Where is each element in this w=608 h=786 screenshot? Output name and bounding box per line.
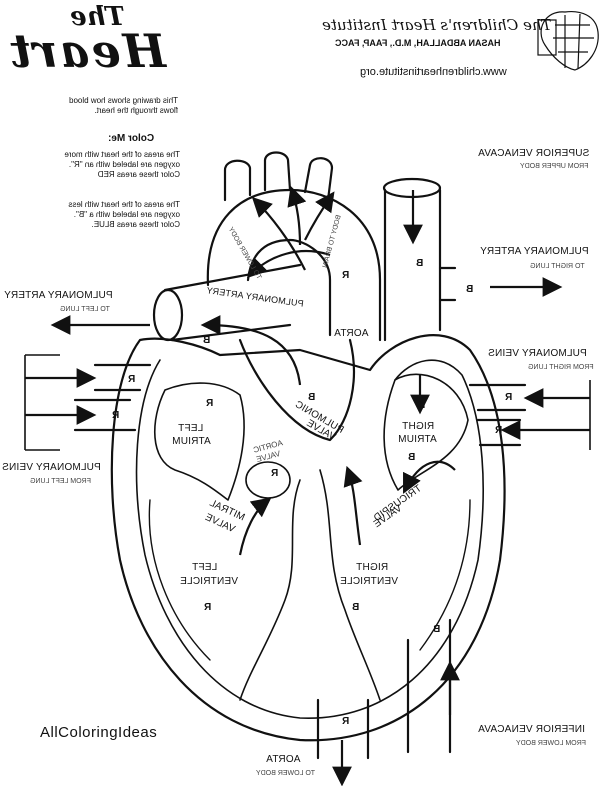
pulmonary-vein-right-1 [468, 383, 527, 412]
label-to-lower-body: TO LOWER BODY [256, 770, 315, 777]
tag-b-right-pa: B [466, 284, 474, 295]
tag-r-left-atrium: R [206, 398, 214, 409]
label-right-atrium-2: ATRIUM [398, 434, 437, 445]
institute-name: The Children's Heart Institute [322, 16, 552, 34]
institute-url: www.childrenheartinstitute.org [360, 66, 507, 78]
arrow-mitral [238, 497, 272, 556]
tag-b-left-pa: B [203, 335, 211, 346]
label-pulmonary-artery-right: PULMONARY ARTERY [480, 246, 589, 257]
institute-logo [537, 10, 599, 71]
arch-branch-3 [303, 157, 334, 202]
label-superior-vena-cava: SUPERIOR VENACAVA [478, 148, 590, 159]
right-atrium-wall [383, 373, 469, 491]
color-me-red: The areas of the heart with more oxygen … [64, 150, 180, 179]
arch-branch-2 [263, 151, 292, 192]
descending-aorta [316, 698, 370, 760]
pulmonary-vein-left-2 [73, 398, 137, 432]
inferior-vena-cava [406, 618, 452, 754]
tag-b-tricuspid: B [408, 452, 416, 463]
aortic-arch [206, 188, 382, 342]
tag-b-ivc: B [433, 624, 441, 635]
arrow-arch-2 [287, 185, 307, 246]
pulmonary-artery-opening [152, 288, 184, 342]
tag-r-aorta-bottom: R [342, 716, 350, 727]
intro-text: This drawing shows how blood flows throu… [69, 96, 178, 115]
tag-b-svc: B [416, 258, 424, 269]
heart-inner-wall [135, 359, 484, 719]
pulmonary-artery-trunk [163, 263, 302, 342]
label-left-ventricle-1: LEFT [192, 562, 218, 573]
tag-r-left-ventricle: R [204, 602, 212, 613]
septum [239, 469, 381, 701]
label-left-atrium-1: LEFT [178, 423, 204, 434]
label-from-upper-body: FROM UPPER BODY [520, 163, 589, 170]
arch-branch-1 [223, 159, 252, 202]
superior-vena-cava [383, 188, 442, 342]
label-from-right-lung: FROM RIGHT LUNG [528, 364, 594, 371]
label-from-lower-body: FROM LOWER BODY [516, 740, 587, 747]
tag-r-left-vein-2: R [112, 410, 120, 421]
title-line2: Heart [8, 24, 167, 78]
arrow-trunk-up [200, 315, 302, 386]
tag-b-pulmonic: B [308, 392, 316, 403]
pulmonary-vein-right-2 [476, 418, 522, 447]
tag-r-right-vein-1: R [505, 392, 513, 403]
label-left-ventricle-2: VENTRICLE [180, 576, 238, 587]
label-from-left-lung: FROM LEFT LUNG [30, 478, 91, 485]
label-aorta: AORTA [334, 328, 369, 339]
label-pulmonary-veins-left: PULMONARY VEINS [2, 462, 101, 473]
arrow-rv-up [343, 465, 363, 546]
tag-r-aorta: R [342, 270, 350, 281]
label-right-ventricle-2: VENTRICLE [340, 576, 398, 587]
tag-r-right-vein-2: R [495, 425, 503, 436]
label-pulmonary-veins-right: PULMONARY VEINS [488, 348, 587, 359]
left-ventricle-inner [148, 499, 471, 661]
label-pulmonary-artery-left: PULMONARY ARTERY [4, 290, 113, 301]
label-to-left-lung: TO LEFT LUNG [60, 306, 110, 313]
arrow-tricuspid [403, 460, 456, 494]
left-atrium-wall [153, 382, 245, 501]
color-me-heading: Color Me: [108, 133, 155, 144]
watermark: AllColoringIdeas [40, 724, 158, 741]
aortic-valve-shape [245, 461, 291, 499]
arrow-arch-inner [246, 250, 331, 279]
doctor-name: HASAN ABDALLAH, M.D., FAAP, FACC [335, 38, 501, 48]
label-aorta-bottom: AORTA [266, 754, 301, 765]
label-right-atrium-1: RIGHT [402, 421, 435, 432]
tag-b-right-ventricle: B [352, 602, 360, 613]
label-left-atrium-2: ATRIUM [172, 436, 211, 447]
arrow-arch-1 [251, 196, 306, 271]
pulmonary-vein-left-1 [93, 363, 152, 392]
arrow-arch-3 [304, 191, 335, 241]
label-right-ventricle-1: RIGHT [356, 562, 389, 573]
tag-r-left-vein-1: R [128, 374, 136, 385]
label-inferior-vena-cava: INFERIOR VENACAVA [478, 724, 585, 735]
pulmonary-trunk-body [238, 338, 356, 442]
tag-b-right-atrium: B [418, 400, 426, 411]
tag-r-aortic: R [271, 468, 279, 479]
label-to-right-lung: TO RIGHT LUNG [530, 263, 585, 270]
left-vein-bracket [24, 354, 60, 451]
color-me-blue: The areas of the heart with less oxygen … [68, 200, 180, 229]
heart-outer-wall [110, 334, 506, 742]
right-pulmonary-artery [438, 266, 457, 302]
